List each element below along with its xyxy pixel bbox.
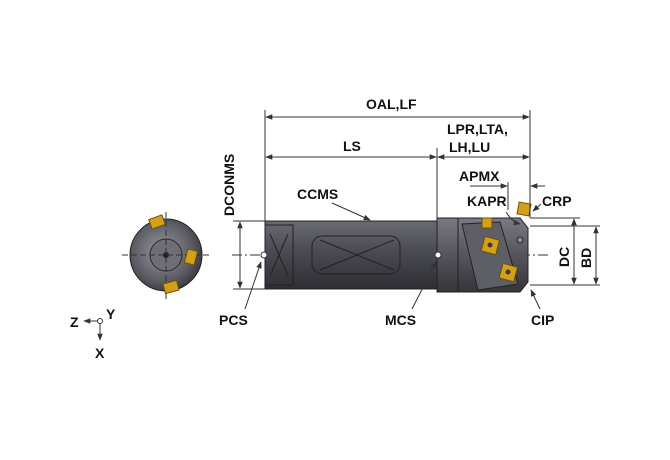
shank bbox=[264, 220, 438, 290]
shank-flat bbox=[311, 235, 401, 275]
end-view-insert-top bbox=[148, 214, 166, 230]
dim-apmx: APMX bbox=[459, 168, 500, 184]
end-view-insert-right bbox=[183, 248, 199, 266]
end-view-insert-bottom bbox=[162, 279, 180, 295]
insert-upper bbox=[516, 201, 532, 217]
dim-dconms: DCONMS bbox=[221, 154, 237, 216]
dimensions: OAL,LF LS LPR,LTA, LH,LU APMX KAPR CRP C… bbox=[219, 96, 600, 328]
dim-bd: BD bbox=[578, 248, 594, 268]
dim-kapr: KAPR bbox=[467, 193, 507, 209]
dim-pcs: PCS bbox=[219, 312, 248, 328]
dim-crp: CRP bbox=[542, 193, 572, 209]
dim-ls: LS bbox=[343, 138, 361, 154]
dim-ccms: CCMS bbox=[297, 186, 338, 202]
dim-lpr-lta: LPR,LTA, bbox=[447, 121, 508, 137]
axis-z-label: Z bbox=[70, 314, 79, 330]
axis-indicator: Z Y X bbox=[70, 306, 116, 361]
end-view-center bbox=[163, 252, 169, 258]
end-view bbox=[122, 212, 210, 300]
side-view bbox=[232, 201, 548, 293]
axis-x-label: X bbox=[95, 345, 105, 361]
dim-mcs: MCS bbox=[385, 312, 416, 328]
dim-cip: CIP bbox=[531, 312, 554, 328]
dim-oal-lf: OAL,LF bbox=[366, 96, 417, 112]
axis-y-label: Y bbox=[106, 306, 116, 322]
insert-top bbox=[481, 217, 493, 229]
dim-lh-lu: LH,LU bbox=[449, 139, 490, 155]
dim-dc: DC bbox=[556, 247, 572, 267]
